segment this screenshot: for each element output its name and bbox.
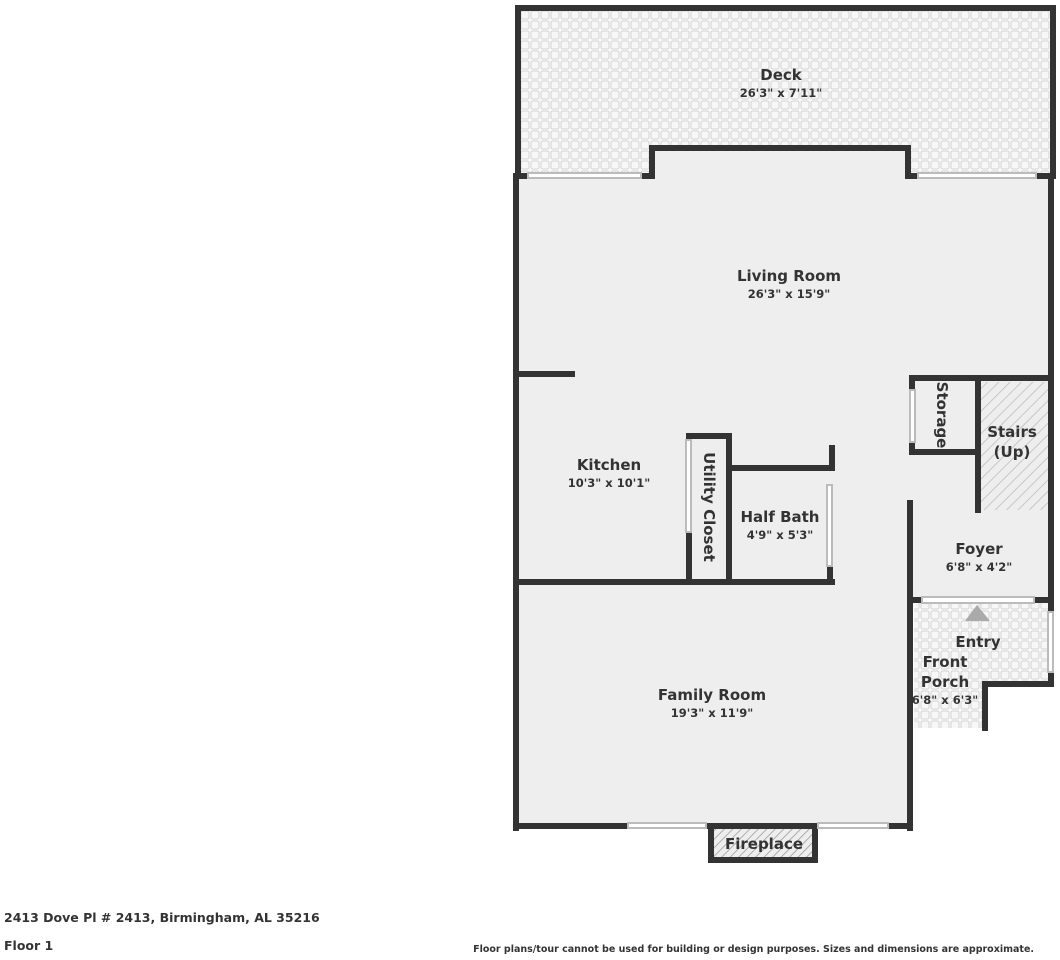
windows <box>527 172 1054 829</box>
stairs-label: Stairs <box>987 423 1037 441</box>
living-room-dims: 26'3" x 15'9" <box>748 287 830 301</box>
utility-door <box>685 439 692 533</box>
entry-label: Entry <box>955 633 1000 651</box>
front-porch-label-2: Porch <box>921 673 969 691</box>
half-bath-window <box>826 484 833 567</box>
entry-arrow-icon <box>965 605 990 621</box>
stairs-label-up: (Up) <box>994 443 1031 461</box>
foyer-floor <box>912 505 1053 600</box>
living-room-label: Living Room <box>737 267 841 285</box>
storage-label: Storage <box>933 382 951 449</box>
kitchen-label: Kitchen <box>577 456 641 474</box>
half-bath-label: Half Bath <box>741 508 820 526</box>
fireplace-floor <box>710 827 814 860</box>
utility-wall <box>686 433 732 585</box>
storage-door <box>909 389 916 443</box>
stairs-floor <box>979 382 1053 510</box>
front-porch-label: Front <box>923 653 968 671</box>
family-window-right <box>817 822 889 829</box>
entry-door <box>921 596 1035 604</box>
fireplace-label: Fireplace <box>725 835 803 853</box>
utility-closet-label: Utility Closet <box>700 452 718 562</box>
deck-dims: 26'3" x 7'11" <box>740 86 822 100</box>
floor-label: Floor 1 <box>4 938 54 953</box>
room-labels: Deck 26'3" x 7'11" Living Room 26'3" x 1… <box>568 66 1037 853</box>
half-bath-top-wall <box>726 445 835 471</box>
deck-window-right <box>917 172 1037 179</box>
foyer-dims: 6'8" x 4'2" <box>946 560 1012 574</box>
deck-window-left <box>527 172 642 179</box>
floor-areas <box>518 8 1053 860</box>
walls <box>513 5 1056 863</box>
family-room-label: Family Room <box>658 686 766 704</box>
front-porch-floor <box>914 600 1053 728</box>
disclaimer-text: Floor plans/tour cannot be used for buil… <box>473 944 1034 955</box>
front-porch-dims: 6'8" x 6'3" <box>912 693 978 707</box>
foyer-label: Foyer <box>955 540 1003 558</box>
family-window-left <box>627 822 707 829</box>
half-bath-dims: 4'9" x 5'3" <box>747 528 813 542</box>
living-bump-wall <box>638 145 921 179</box>
property-address: 2413 Dove Pl # 2413, Birmingham, AL 3521… <box>4 910 320 925</box>
porch-window <box>1047 611 1054 673</box>
storage-bottom-wall <box>909 375 981 455</box>
deck-wall <box>515 5 1056 179</box>
family-room-dims: 19'3" x 11'9" <box>671 706 753 720</box>
main-floor <box>518 147 1053 826</box>
deck-label: Deck <box>760 66 803 84</box>
kitchen-dims: 10'3" x 10'1" <box>568 476 650 490</box>
fireplace-wall <box>708 823 818 863</box>
